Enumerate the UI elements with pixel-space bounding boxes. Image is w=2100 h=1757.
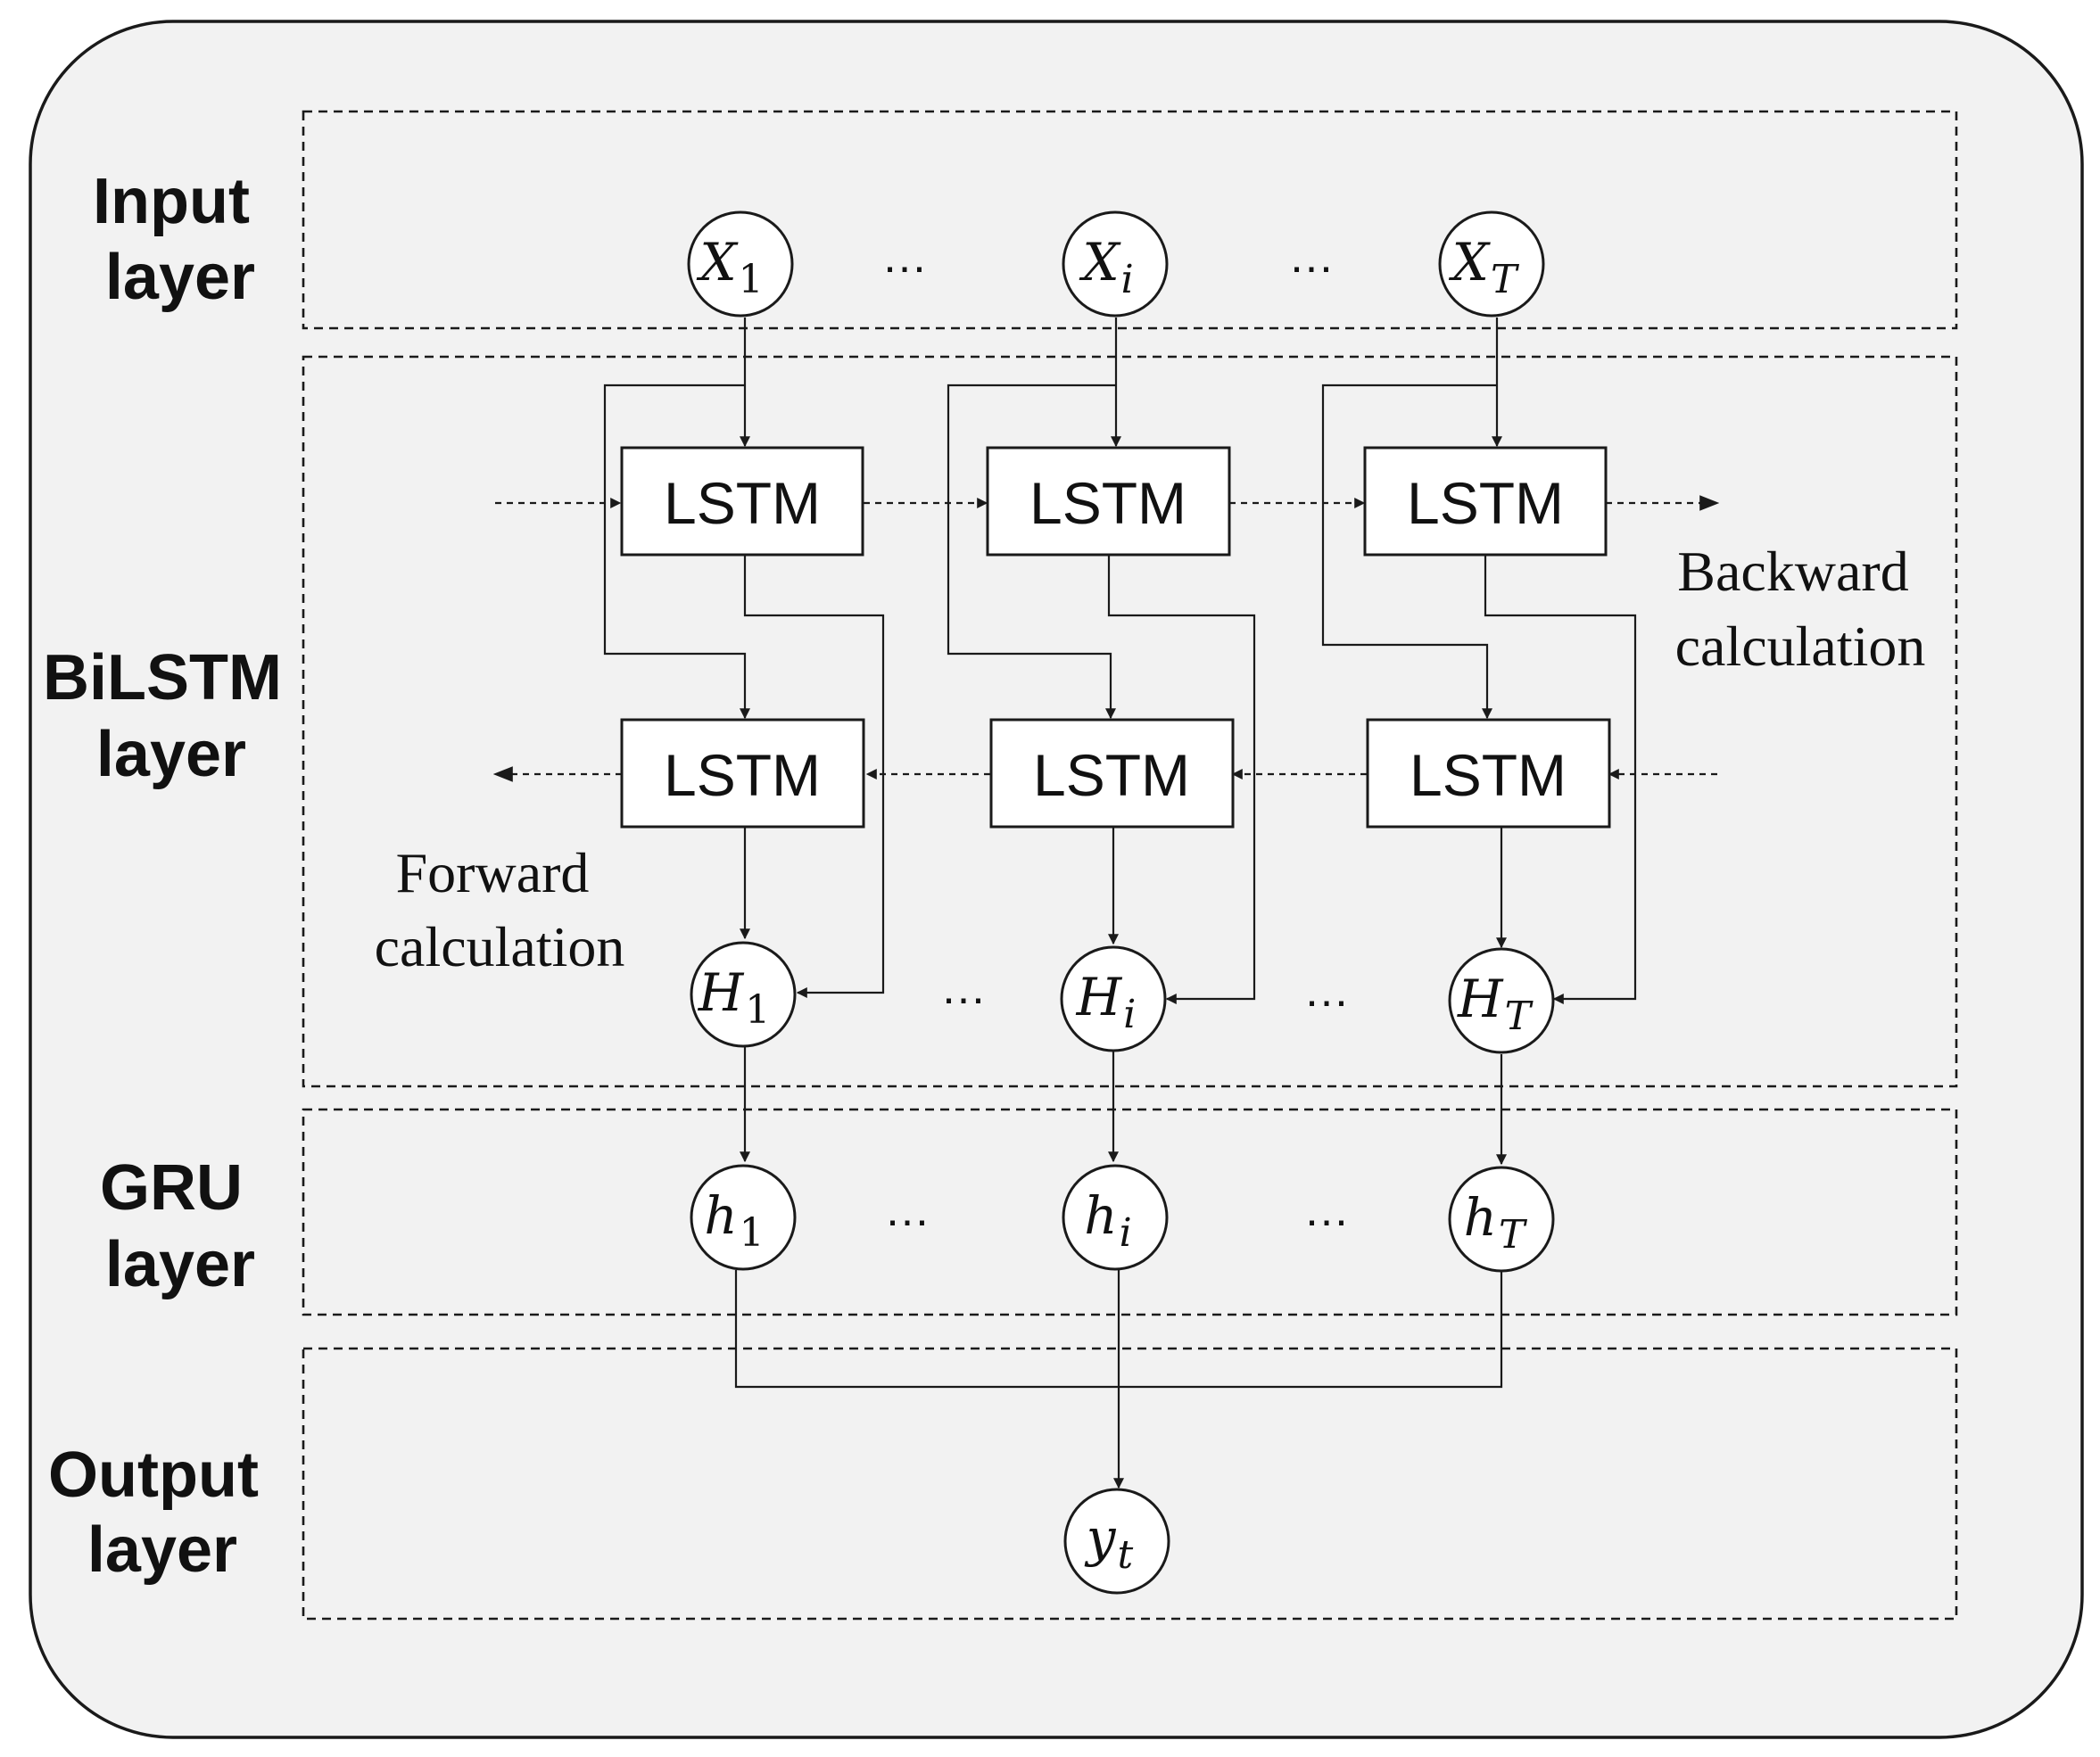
svg-text:LSTM: LSTM — [1029, 470, 1186, 536]
lstm-backward-T: LSTM — [1363, 446, 1608, 557]
svg-text:LSTM: LSTM — [664, 470, 821, 536]
lstm-forward-T: LSTM — [1366, 718, 1611, 829]
node-h1: h1 — [690, 1164, 797, 1271]
output-layer-box — [302, 1347, 1958, 1621]
svg-text:H1: H1 — [698, 962, 771, 1033]
wire-top-lstm1-to-H1 — [743, 555, 885, 998]
svg-text:XT: XT — [1449, 232, 1520, 302]
input-layer-box — [302, 110, 1958, 330]
lstm-backward-i: LSTM — [986, 446, 1231, 557]
svg-text:HT: HT — [1457, 969, 1534, 1039]
node-yt: yt — [1063, 1488, 1170, 1595]
input-layer-label: Input layer — [93, 166, 268, 313]
lstm-forward-i: LSTM — [989, 718, 1235, 829]
wire-xi-to-bottom-lstm — [947, 384, 1116, 720]
output-layer-label: Output layer — [48, 1439, 277, 1586]
gru-layer-label: GRU layer — [100, 1152, 260, 1300]
gru-ellipsis-2: … — [1303, 1184, 1350, 1236]
svg-text:LSTM: LSTM — [664, 742, 821, 808]
gru-ellipsis-1: … — [884, 1184, 930, 1236]
input-ellipsis-1: … — [881, 231, 928, 283]
bilstm-ellipsis-1: … — [940, 962, 987, 1014]
svg-text:hi: hi — [1084, 1185, 1131, 1256]
svg-text:Hi: Hi — [1076, 967, 1137, 1037]
svg-text:LSTM: LSTM — [1410, 742, 1567, 808]
bilstm-layer-label: BiLSTM layer — [43, 642, 300, 790]
svg-text:h1: h1 — [704, 1185, 764, 1256]
lstm-backward-1: LSTM — [620, 446, 864, 557]
node-xi: Xi — [1062, 210, 1169, 318]
node-hT: hT — [1448, 1166, 1555, 1273]
svg-text:X1: X1 — [696, 232, 763, 302]
svg-text:yt: yt — [1084, 1507, 1134, 1578]
svg-text:LSTM: LSTM — [1033, 742, 1190, 808]
node-hi: hi — [1062, 1164, 1169, 1271]
node-Hi: Hi — [1060, 945, 1167, 1052]
input-ellipsis-2: … — [1288, 231, 1335, 283]
wire-top-lstmT-to-HT — [1484, 555, 1637, 1004]
wire-x1-to-bottom-lstm — [603, 384, 750, 720]
node-HT: HT — [1448, 947, 1555, 1054]
bilstm-layer-box — [302, 355, 1958, 1088]
backward-calculation-label: Backward calculation — [1675, 540, 1926, 678]
lstm-forward-1: LSTM — [620, 718, 865, 829]
bilstm-ellipsis-2: … — [1303, 965, 1350, 1017]
node-x1: X1 — [687, 210, 794, 318]
wire-top-lstmi-to-Hi — [1107, 555, 1256, 1004]
svg-text:LSTM: LSTM — [1407, 470, 1564, 536]
node-H1: H1 — [690, 941, 797, 1048]
outer-frame — [29, 20, 2084, 1739]
node-xT: XT — [1438, 210, 1545, 318]
forward-calculation-label: Forward calculation — [375, 841, 625, 978]
wire-xT-to-bottom-lstm — [1321, 384, 1497, 720]
svg-text:Xi: Xi — [1079, 232, 1133, 302]
svg-text:hT: hT — [1464, 1187, 1528, 1258]
gru-layer-box — [302, 1108, 1958, 1316]
